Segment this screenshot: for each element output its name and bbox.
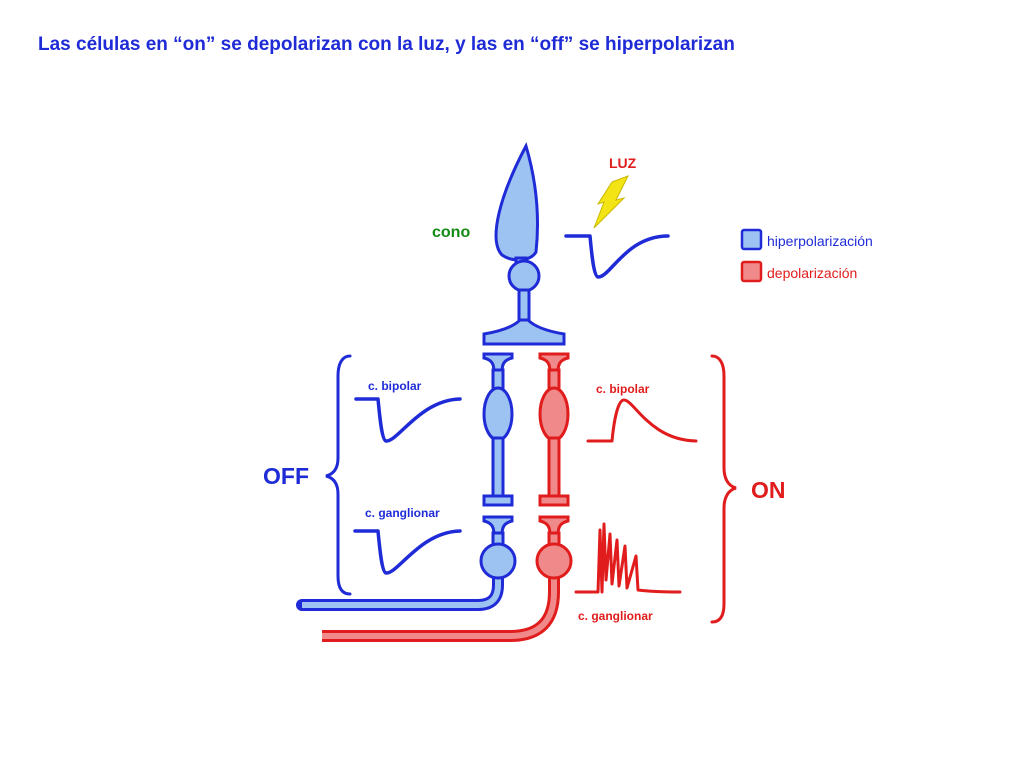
off-bipolar-axon (491, 436, 505, 500)
legend-hyper-label: hiperpolarización (767, 233, 873, 249)
off-label: OFF (263, 463, 309, 489)
off-bipolar-label: c. bipolar (368, 379, 422, 393)
off-ganglion-cell (296, 515, 517, 611)
off-bipolar-trace (354, 397, 462, 443)
off-ganglion-axon-fill (302, 575, 501, 608)
on-bipolar-terminal (538, 494, 570, 507)
on-label: ON (751, 477, 786, 503)
on-ganglion-label: c. ganglionar (578, 609, 653, 623)
off-ganglion-trace (353, 529, 462, 575)
on-bipolar-trace (586, 398, 698, 443)
on-ganglion-trace (574, 522, 682, 594)
off-ganglion-label: c. ganglionar (365, 506, 440, 520)
page-title: Las células en “on” se depolarizan con l… (38, 34, 735, 55)
legend-hyper-swatch (740, 228, 763, 251)
on-bipolar-cell (538, 352, 570, 507)
on-ganglion-axon-fill (322, 575, 557, 639)
cone-soma (507, 259, 541, 293)
on-brace (710, 354, 737, 624)
off-ganglion-axon-outline (296, 569, 504, 611)
light-label: LUZ (609, 155, 637, 171)
on-ganglion-soma (535, 542, 573, 580)
off-ganglion-soma (479, 542, 517, 580)
off-bipolar-cell (482, 352, 514, 507)
cone-trace (564, 234, 670, 279)
off-bipolar-terminal (482, 494, 514, 507)
lightning-icon (593, 175, 630, 229)
legend-depol-swatch (740, 260, 763, 283)
cone-outer-segment (494, 142, 540, 262)
off-bipolar-soma (482, 386, 514, 442)
legend-depol-label: depolarización (767, 265, 857, 281)
cone-terminal (482, 318, 566, 346)
on-bipolar-soma (538, 386, 570, 442)
on-bipolar-label: c. bipolar (596, 382, 650, 396)
on-bipolar-axon (547, 436, 561, 500)
cone-axon (517, 288, 531, 324)
off-brace (325, 354, 352, 596)
cone-label: cono (432, 224, 470, 241)
on-ganglion-cell (322, 515, 573, 642)
cone-cell (482, 142, 566, 346)
